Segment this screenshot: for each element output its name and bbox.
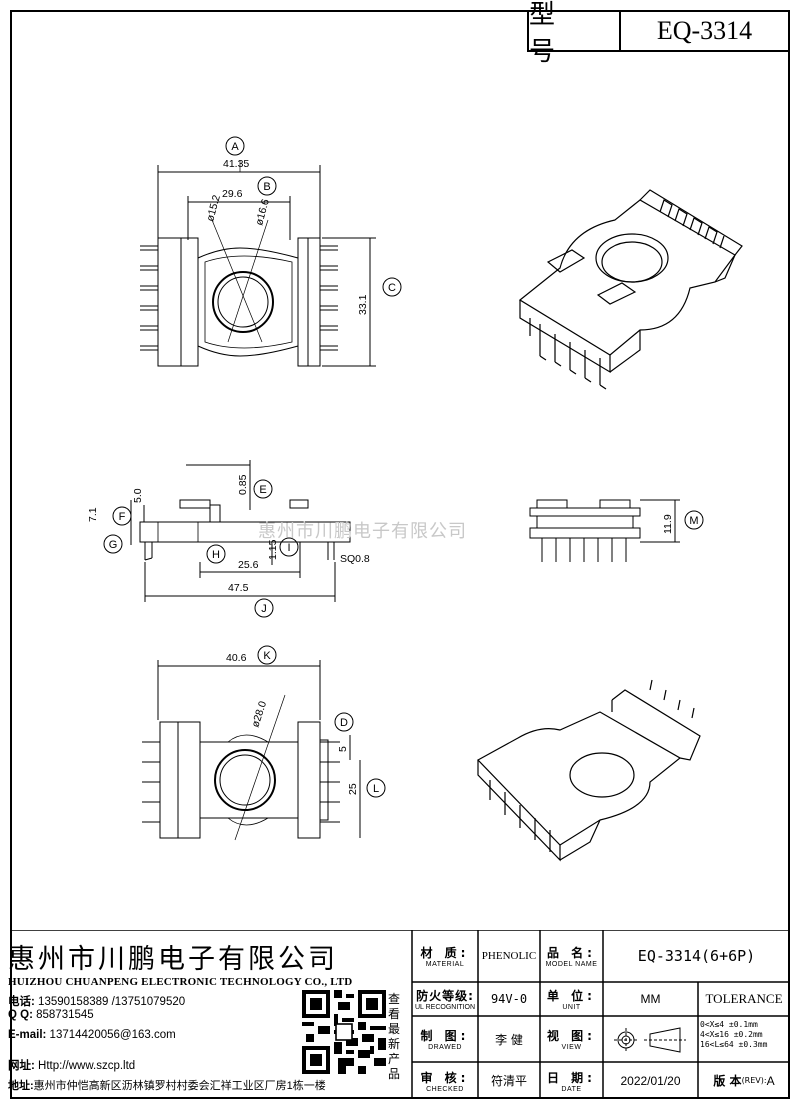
date-label: 日 期:DATE — [547, 1070, 596, 1093]
callout-d: D — [334, 712, 354, 732]
callout-l: L — [366, 778, 386, 798]
callout-h: H — [206, 544, 226, 564]
side-view — [130, 460, 351, 602]
dim-bottom-width: 40.6 — [226, 652, 247, 664]
revision-cell: 版 本 (REV): A — [713, 1073, 775, 1089]
dim-side-115: 1.15 — [267, 539, 279, 560]
callout-m: M — [684, 510, 704, 530]
svg-text:E: E — [259, 484, 266, 496]
technical-drawing: 41.35 29.6 ø15.2 ø16.6 33.1 5.0 7.1 0.85… — [87, 136, 743, 862]
fire-rating-label: 防火等级:UL RECOGNITION — [414, 989, 476, 1011]
callout-a: A — [225, 136, 245, 156]
callout-j: J — [254, 598, 274, 618]
end-view — [529, 499, 680, 562]
dim-bottom-5: 5 — [337, 746, 349, 752]
top-pins-left — [140, 245, 158, 351]
qq-line: Q Q: 858731545 — [8, 1009, 94, 1021]
callout-g: G — [103, 534, 123, 554]
view-label: 视 图:VIEW — [547, 1029, 596, 1051]
bottom-view — [142, 660, 361, 841]
dim-right-119: 11.9 — [662, 514, 674, 534]
callout-c: C — [382, 277, 402, 297]
dim-bottom-dia: ø28.0 — [249, 700, 269, 729]
company-name-en: HUIZHOU CHUANPENG ELECTRONIC TECHNOLOGY … — [8, 976, 353, 988]
drawn-label: 制 图:DRAWED — [420, 1029, 470, 1051]
projection-symbol-icon — [614, 1027, 686, 1053]
qr-side-text: 查看最新产品 — [388, 992, 401, 1081]
callout-f: F — [112, 506, 132, 526]
dim-side-5: 5.0 — [132, 488, 144, 503]
dim-inner-width: 29.6 — [222, 188, 243, 200]
dim-top-width: 41.35 — [223, 158, 249, 170]
svg-text:G: G — [109, 539, 118, 551]
iso-view-bottom — [477, 679, 701, 862]
svg-text:H: H — [212, 549, 220, 561]
qr-code-icon — [302, 990, 386, 1074]
unit-label: 单 位:UNIT — [547, 989, 596, 1011]
svg-text:K: K — [263, 650, 271, 662]
fire-rating-value: 94V-0 — [490, 992, 528, 1006]
svg-text:C: C — [388, 282, 396, 294]
callout-i: I — [279, 537, 299, 557]
title-block-grid — [10, 930, 790, 1099]
dim-dia-outer: ø15.2 — [204, 194, 223, 223]
iso-view-top — [518, 189, 743, 390]
material-label: 材 质:MATERIAL — [420, 946, 470, 968]
email-line: E-mail: 13714420056@163.com — [8, 1029, 176, 1041]
dim-height-c: 33.1 — [357, 294, 369, 315]
drawing-frame — [10, 10, 790, 1099]
svg-text:D: D — [340, 717, 348, 729]
dim-bottom-25: 25 — [347, 783, 359, 795]
tolerance-label: TOLERANCE — [705, 991, 783, 1006]
checked-label: 审 核:CHECKED — [420, 1070, 470, 1093]
svg-text:I: I — [287, 542, 290, 554]
top-pins-right — [320, 245, 338, 351]
drawn-value: 李 健 — [495, 1032, 523, 1047]
callout-b: B — [257, 176, 277, 196]
model-name-value: EQ-3314(6+6P) — [637, 947, 756, 965]
unit-value: MM — [640, 992, 661, 1006]
dim-side-256: 25.6 — [238, 559, 259, 571]
web-line: 网址: Http://www.szcp.ltd — [8, 1060, 136, 1072]
tolerance-table: 0<X≤4 ±0.1mm 4<X≤16 ±0.2mm 16<L≤64 ±0.3m… — [700, 1020, 768, 1049]
material-value: PHENOLIC — [481, 950, 537, 962]
svg-text:A: A — [231, 141, 239, 153]
watermark-text: 惠州市川鹏电子有限公司 — [258, 521, 467, 542]
date-value: 2022/01/20 — [620, 1073, 681, 1088]
phone-line: 电话: 13590158389 /13751079520 — [8, 996, 186, 1008]
address-line: 地址:惠州市仲恺高新区沥林镇罗村村委会汇祥工业区厂房1栋一楼 — [8, 1080, 326, 1092]
dim-side-085: 0.85 — [237, 474, 249, 495]
dim-side-71: 7.1 — [87, 507, 99, 522]
dim-side-475: 47.5 — [228, 582, 249, 594]
svg-text:J: J — [261, 603, 267, 615]
callout-k: K — [257, 645, 277, 665]
svg-text:L: L — [373, 783, 379, 795]
svg-text:M: M — [689, 515, 698, 527]
model-name-label: 品 名:MODEL NAME — [545, 946, 598, 968]
checked-value: 符清平 — [490, 1074, 527, 1088]
model-value: EQ-3314 — [656, 16, 753, 45]
company-name-cn: 惠州市川鹏电子有限公司 — [8, 944, 338, 975]
callout-e: E — [253, 479, 273, 499]
svg-text:F: F — [119, 511, 126, 523]
svg-text:B: B — [263, 181, 270, 193]
top-view — [140, 160, 376, 367]
dim-side-sq: SQ0.8 — [340, 553, 370, 565]
